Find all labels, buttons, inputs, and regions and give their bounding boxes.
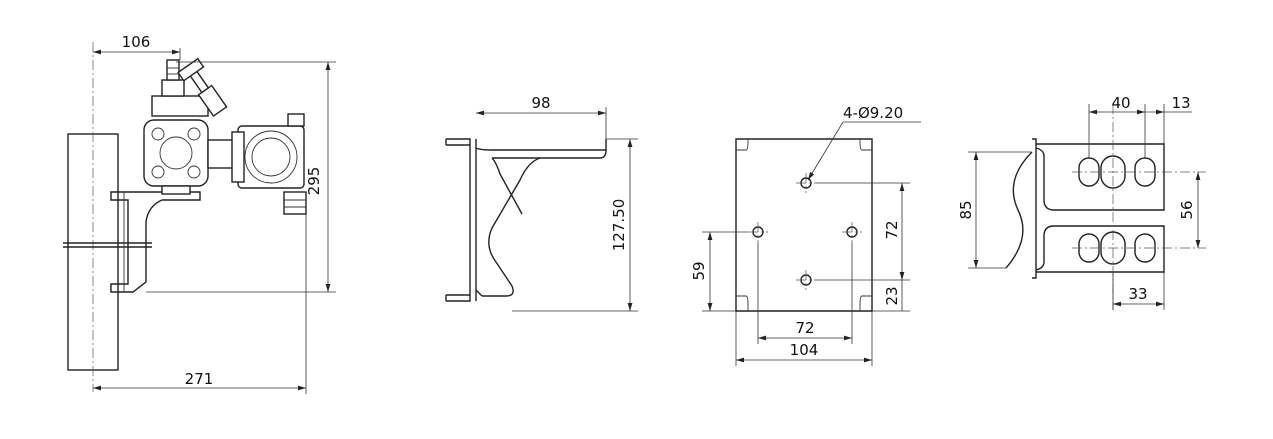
dim-59: 59 — [690, 261, 708, 280]
mounting-bracket — [110, 191, 201, 293]
dim-72-vertical: 72 — [883, 220, 901, 239]
dim-72-horizontal: 72 — [795, 319, 814, 337]
bracket-lower-arm — [1035, 225, 1165, 273]
bracket-front-view: 4-Ø9.20 72 23 59 72 104 — [690, 104, 921, 366]
dim-295: 295 — [305, 167, 323, 196]
hole-callout: 4-Ø9.20 — [843, 104, 903, 122]
dim-40: 40 — [1111, 94, 1130, 112]
bracket-web — [482, 157, 541, 297]
dim-104: 104 — [790, 341, 819, 359]
dim-127-50: 127.50 — [610, 199, 628, 252]
dim-56: 56 — [1178, 200, 1196, 219]
dim-271: 271 — [185, 370, 214, 388]
bracket-top-view: 40 13 85 56 33 — [957, 94, 1206, 310]
bracket-top-flange — [475, 139, 607, 151]
dim-106: 106 — [122, 33, 151, 51]
dim-23: 23 — [883, 286, 901, 305]
valve-manifold — [151, 95, 209, 117]
dim-33: 33 — [1128, 285, 1147, 303]
assembly-view: 106 295 271 — [63, 33, 336, 394]
dim-98: 98 — [531, 94, 550, 112]
bracket-upper-arm — [1035, 143, 1165, 211]
valve-handle — [177, 57, 228, 118]
cable-gland — [283, 191, 307, 215]
dim-85: 85 — [957, 200, 975, 219]
dim-13: 13 — [1171, 94, 1190, 112]
pipe-outline — [1005, 151, 1033, 269]
transmitter-housing — [237, 125, 305, 189]
bracket-side-view: 98 127.50 — [445, 94, 638, 312]
